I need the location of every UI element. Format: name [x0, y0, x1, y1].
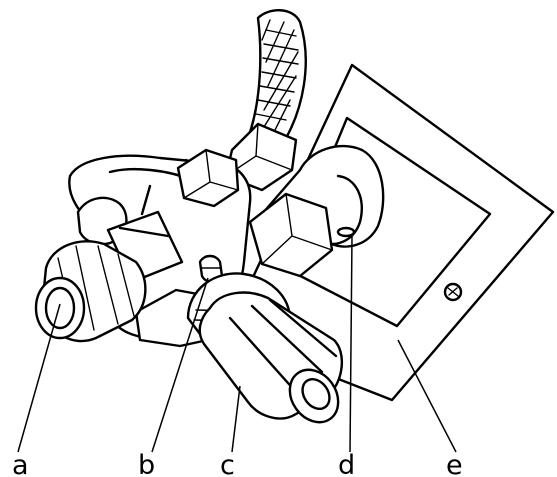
leader-b — [151, 277, 209, 453]
leader-c — [231, 385, 241, 453]
rear-coupling-nut — [248, 192, 334, 278]
label-c: c — [220, 450, 235, 477]
leader-lines — [17, 235, 457, 453]
leader-a — [17, 303, 61, 453]
braided-hose — [246, 9, 307, 150]
label-d: d — [338, 450, 355, 477]
label-b: b — [138, 450, 155, 477]
control-knob — [186, 272, 344, 424]
upper-fitting — [176, 148, 240, 208]
inlet-union — [34, 240, 147, 343]
leader-d — [349, 235, 353, 453]
leader-e — [397, 339, 457, 453]
label-a: a — [12, 450, 29, 477]
label-e: e — [446, 450, 463, 477]
